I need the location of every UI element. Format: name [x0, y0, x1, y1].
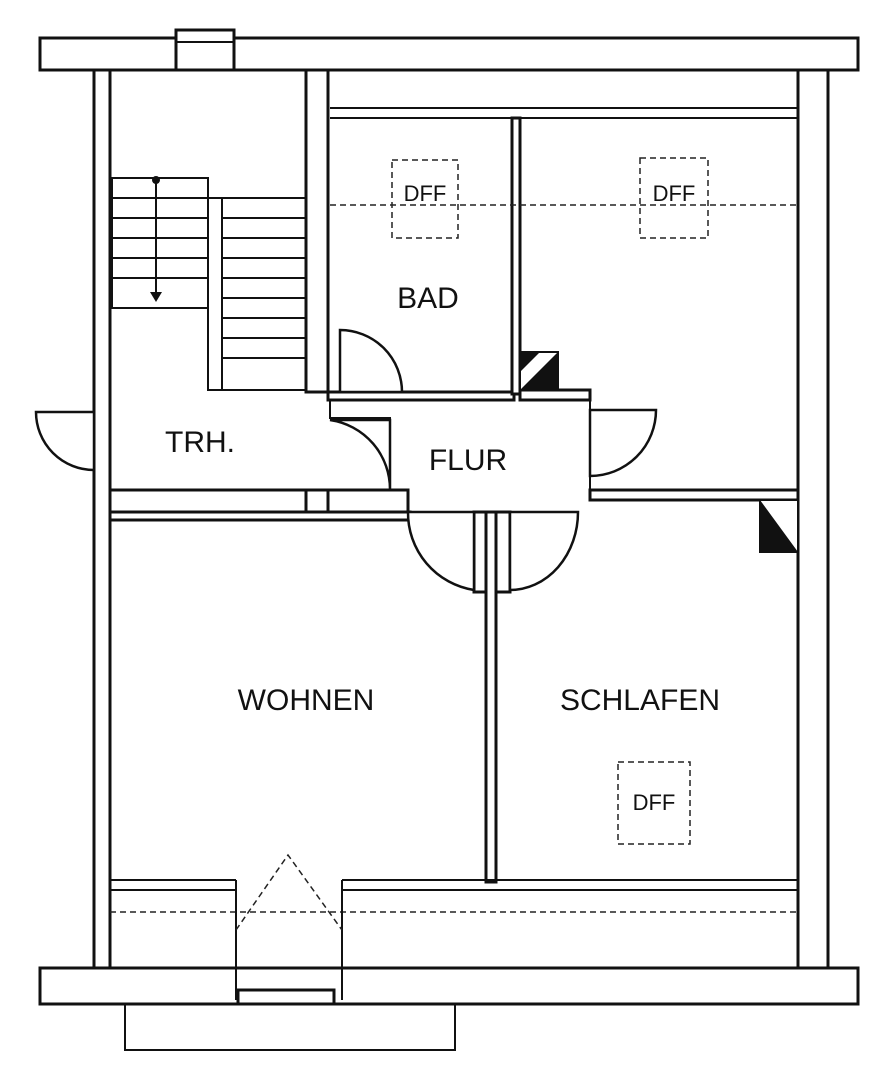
right-outer-wall [796, 68, 830, 970]
skylight-schlafen-label: DFF [633, 790, 676, 815]
vent-marker-storage [519, 351, 559, 391]
trh-bottom-wall [108, 488, 308, 514]
skylight-schlafen [617, 761, 691, 845]
stair-right-flight [207, 197, 307, 391]
top-eave-strip [38, 36, 860, 72]
door-schlafen [508, 510, 580, 592]
door-bad [338, 328, 404, 394]
door-jamb-right [494, 510, 512, 594]
skylight-right-label: DFF [653, 181, 696, 206]
balcony [124, 1003, 456, 1051]
bad-right-wall [510, 116, 522, 396]
door-storage [588, 408, 658, 478]
dormer-roof [235, 853, 343, 931]
bad-bottom-wall [326, 390, 516, 402]
stair-wall-upper [304, 68, 330, 394]
stair-wall-lower [304, 488, 330, 514]
bottom-eave-strip [38, 966, 860, 1006]
wohnen-top-wall [108, 510, 412, 522]
room-label-schlafen: SCHLAFEN [560, 684, 720, 717]
flur-bottom-wall-left [326, 488, 410, 514]
skylight-bad [391, 159, 459, 239]
door-trh-entry [34, 410, 96, 472]
door-jamb-left [472, 510, 488, 594]
vent-marker-schlafen [759, 499, 799, 553]
flur-top-wall [329, 400, 391, 490]
wohnen-schlafen-wall [484, 510, 498, 884]
room-label-bad: BAD [397, 282, 459, 315]
room-label-wohnen: WOHNEN [238, 684, 375, 717]
door-wohnen [406, 510, 476, 592]
storage-bottom-wall [518, 388, 592, 402]
room-label-flur: FLUR [429, 444, 507, 477]
skylight-right [639, 157, 709, 239]
stair-left-flight [111, 177, 209, 309]
flur-right-wall [580, 399, 591, 490]
chimney [174, 28, 236, 72]
schlafen-top-wall [588, 488, 800, 502]
stair-direction-arrow [150, 176, 162, 302]
skylight-bad-label: DFF [404, 181, 447, 206]
bottom-window [236, 988, 336, 1006]
room-label-trh: TRH. [165, 426, 235, 459]
door-flur-trh [329, 418, 392, 491]
left-outer-wall [92, 68, 112, 970]
